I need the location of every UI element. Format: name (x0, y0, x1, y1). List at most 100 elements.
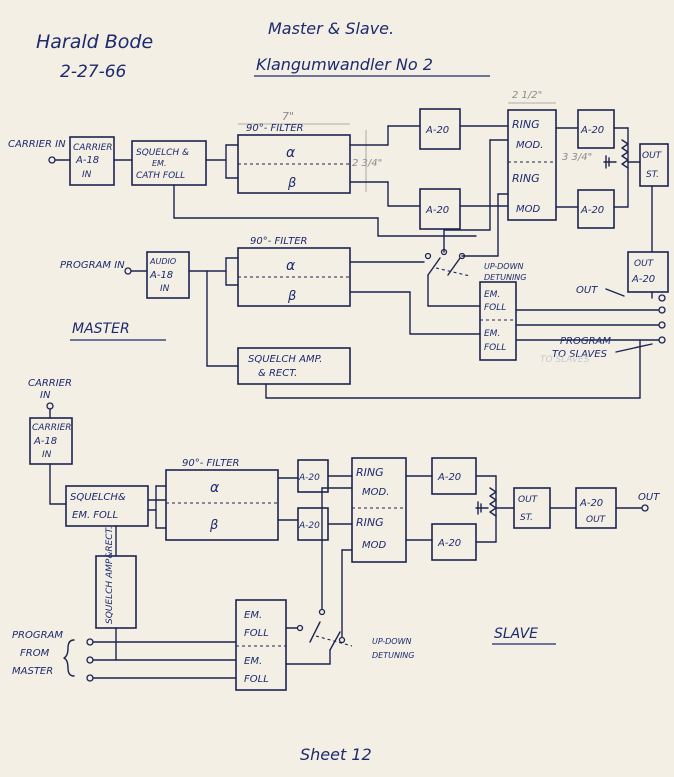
master-mix-resistor (621, 139, 629, 169)
master-audio-a18-block (146, 251, 190, 299)
master-ring-line2: MOD. (516, 140, 543, 151)
master-squelch-amp-line1: SQUELCH AMP. (248, 354, 322, 365)
slave-section-label: SLAVE (494, 626, 538, 642)
switch-contact (318, 608, 326, 616)
slave-updown-switch[interactable] (296, 608, 353, 651)
slave-updown-line2: DETUNING (372, 651, 414, 660)
master-filter1-alpha: α (286, 145, 296, 161)
slave-out-st-line2: ST. (520, 513, 533, 523)
master-program-in-terminal (124, 267, 132, 275)
date: 2-27-66 (60, 62, 127, 82)
bleed-through: TO SLAVES (540, 355, 590, 365)
master-out-terminal (658, 294, 666, 302)
arrow (615, 343, 653, 353)
master-a20-top-right-label: A-20 (580, 125, 604, 136)
master-carrier-in-terminal (48, 156, 56, 164)
title: Master & Slave. (268, 19, 394, 38)
switch-arm (309, 621, 321, 643)
master-updown-line2: DETUNING (484, 273, 526, 282)
master-filter2-alpha: α (286, 258, 296, 274)
master-squelch-line3: CATH FOLL (136, 171, 185, 181)
master-audio-a18-line2: A-18 (149, 270, 173, 281)
slave-carrier-a18-block (29, 417, 73, 465)
slave-squelch-amp-label: SQUELCH AMP&RECT. (105, 526, 115, 624)
slave-carrier-in-line2: IN (40, 390, 51, 401)
switch-link (435, 267, 471, 277)
slave-em-foll-line2: FOLL (244, 628, 269, 639)
master-ring-line4: MOD (516, 204, 540, 215)
sheet-number: Sheet 12 (300, 745, 372, 764)
slave-em-foll-block (235, 599, 287, 691)
dim-height: 2 3/4" (352, 158, 382, 169)
slave-em-foll-line1: EM. (244, 610, 262, 621)
master-squelch-amp-block (237, 347, 351, 385)
switch-contact (338, 636, 346, 644)
master-section: CARRIER IN CARRIER A-18 IN SQUELCH & EM.… (8, 108, 669, 399)
master-out-a20-line1: OUT (634, 259, 655, 269)
master-a20-bottom-left (419, 188, 461, 230)
switch-contact (424, 252, 432, 260)
master-a20-top-left-label: A-20 (425, 125, 449, 136)
master-audio-a18-line1: AUDIO (149, 257, 176, 266)
slave-out-st-line1: OUT (518, 495, 539, 505)
master-a20-bottom-right (577, 189, 615, 229)
master-a20-bottom-right-label: A-20 (580, 205, 604, 216)
switch-link (315, 635, 353, 647)
master-audio-a18-line3: IN (160, 284, 170, 294)
author-signature: Harald Bode (36, 31, 153, 53)
master-squelch-line2: EM. (152, 159, 167, 168)
slave-out-a20-line2: OUT (586, 515, 607, 525)
master-carrier-a18-block (69, 136, 115, 186)
dim-ring-height: 3 3/4" (562, 152, 592, 163)
master-em-foll-line1: EM. (484, 290, 500, 300)
master-slave-terminal-1 (658, 306, 666, 314)
slave-carrier-a18-line2: A-18 (33, 436, 57, 447)
slave-ring-line1: RING (356, 466, 384, 479)
pencil-dimensions: 7" 2 3/4" 2 1/2" 3 3/4" (238, 90, 592, 192)
master-carrier-a18-line3: IN (82, 170, 92, 180)
master-out-st-line1: OUT (642, 151, 663, 161)
master-carrier-a18-line1: CARRIER (73, 143, 113, 153)
switch-arm (447, 257, 461, 276)
master-slave-terminal-2 (658, 321, 666, 329)
master-out-st-line2: ST. (646, 170, 659, 180)
master-updown-line1: UP-DOWN (484, 262, 523, 271)
slave-program-terminal-1 (86, 638, 94, 646)
slave-ring-line4: MOD (362, 540, 386, 551)
master-out-a20-line2: A-20 (631, 274, 655, 285)
slave-filter-block (165, 469, 279, 541)
slave-a20-top-left-label: A-20 (298, 473, 320, 483)
master-section-label: MASTER (72, 321, 130, 337)
slave-em-foll-line4: FOLL (244, 674, 269, 685)
master-a20-top-left (419, 108, 461, 150)
slave-section: CARRIER IN CARRIER A-18 IN SQUELCH& EM. … (12, 378, 660, 691)
master-em-foll-line2: FOLL (484, 303, 506, 313)
master-filter2-beta: β (287, 289, 296, 304)
slave-carrier-in-terminal (46, 402, 54, 410)
bleed-through-text: TO SLAVES (540, 355, 590, 365)
master-updown-switch[interactable] (424, 248, 471, 277)
slave-a20-top-right-label: A-20 (437, 472, 461, 483)
slave-program-terminal-2 (86, 656, 94, 664)
slave-filter-title: 90°- FILTER (182, 458, 239, 469)
slave-program-from-line3: MASTER (12, 666, 53, 677)
slave-em-foll-line3: EM. (244, 656, 262, 667)
slave-carrier-a18-line1: CARRIER (32, 423, 72, 433)
slave-squelch-amp-block (95, 555, 137, 629)
slave-program-terminal-3 (86, 674, 94, 682)
dim-width: 7" (282, 110, 294, 123)
slave-out-terminal (641, 504, 649, 512)
slave-program-from-line2: FROM (20, 648, 50, 659)
master-em-foll-line3: EM. (484, 329, 500, 339)
master-program-to-slaves-line2: TO SLAVES (552, 349, 608, 360)
slave-a20-bottom-right-label: A-20 (437, 538, 461, 549)
slave-carrier-a18-line3: IN (42, 450, 52, 460)
slave-filter-alpha: α (210, 480, 220, 496)
slave-program-from-line1: PROGRAM (12, 630, 63, 641)
master-ring-line3: RING (512, 172, 540, 185)
master-out-a20-block (627, 251, 669, 293)
master-carrier-a18-line2: A-18 (75, 155, 99, 166)
dim-ring-width: 2 1/2" (512, 90, 542, 101)
header: Harald Bode 2-27-66 Master & Slave. Klan… (36, 19, 490, 82)
